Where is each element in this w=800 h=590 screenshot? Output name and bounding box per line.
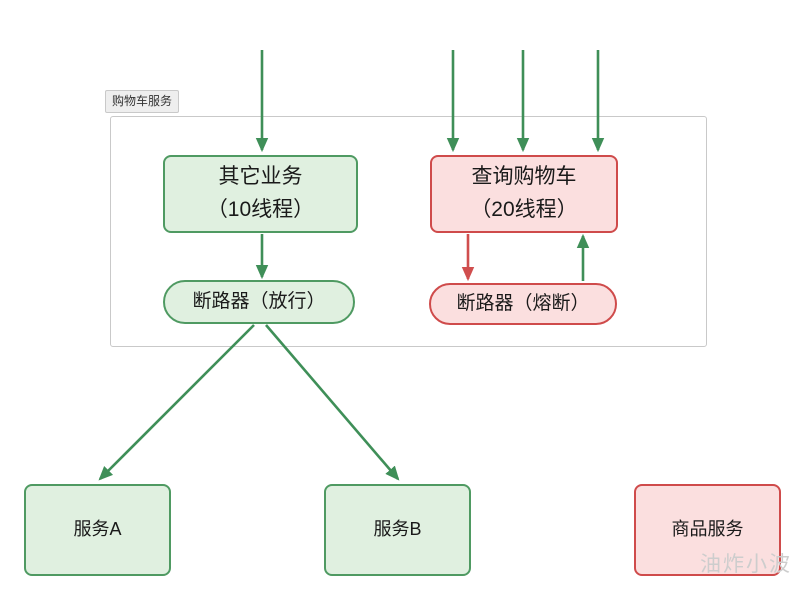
node-label-line: 服务A xyxy=(73,519,122,540)
node-label-line: 断路器（熔断） xyxy=(456,292,590,314)
node-label-line: 断路器（放行） xyxy=(192,290,326,312)
node-label-line: （10线程） xyxy=(206,198,315,221)
node-label-line: 其它业务 xyxy=(218,165,303,189)
node-label-line: （20线程） xyxy=(470,198,578,221)
watermark-text: 油炸小波 xyxy=(700,552,792,576)
query-cart-node[interactable]: 查询购物车 （20线程） xyxy=(430,155,618,233)
node-label-line: 商品服务 xyxy=(671,519,744,540)
node-label-line: 服务B xyxy=(373,519,422,540)
circuit-breaker-open-node[interactable]: 断路器（熔断） xyxy=(429,283,617,325)
node-label-line: 查询购物车 xyxy=(471,165,577,189)
shopping-cart-service-group-label: 购物车服务 xyxy=(105,90,180,113)
service-a-node[interactable]: 服务A xyxy=(24,484,171,576)
arrow-breaker-pass-to-service-b xyxy=(265,324,400,481)
product-service-node[interactable]: 商品服务 xyxy=(634,484,781,576)
service-b-node[interactable]: 服务B xyxy=(324,484,471,576)
other-business-node[interactable]: 其它业务 （10线程） xyxy=(163,155,358,233)
shopping-cart-service-group xyxy=(110,116,707,347)
circuit-breaker-pass-node[interactable]: 断路器（放行） xyxy=(163,280,355,324)
arrow-breaker-pass-to-service-a xyxy=(98,324,255,481)
